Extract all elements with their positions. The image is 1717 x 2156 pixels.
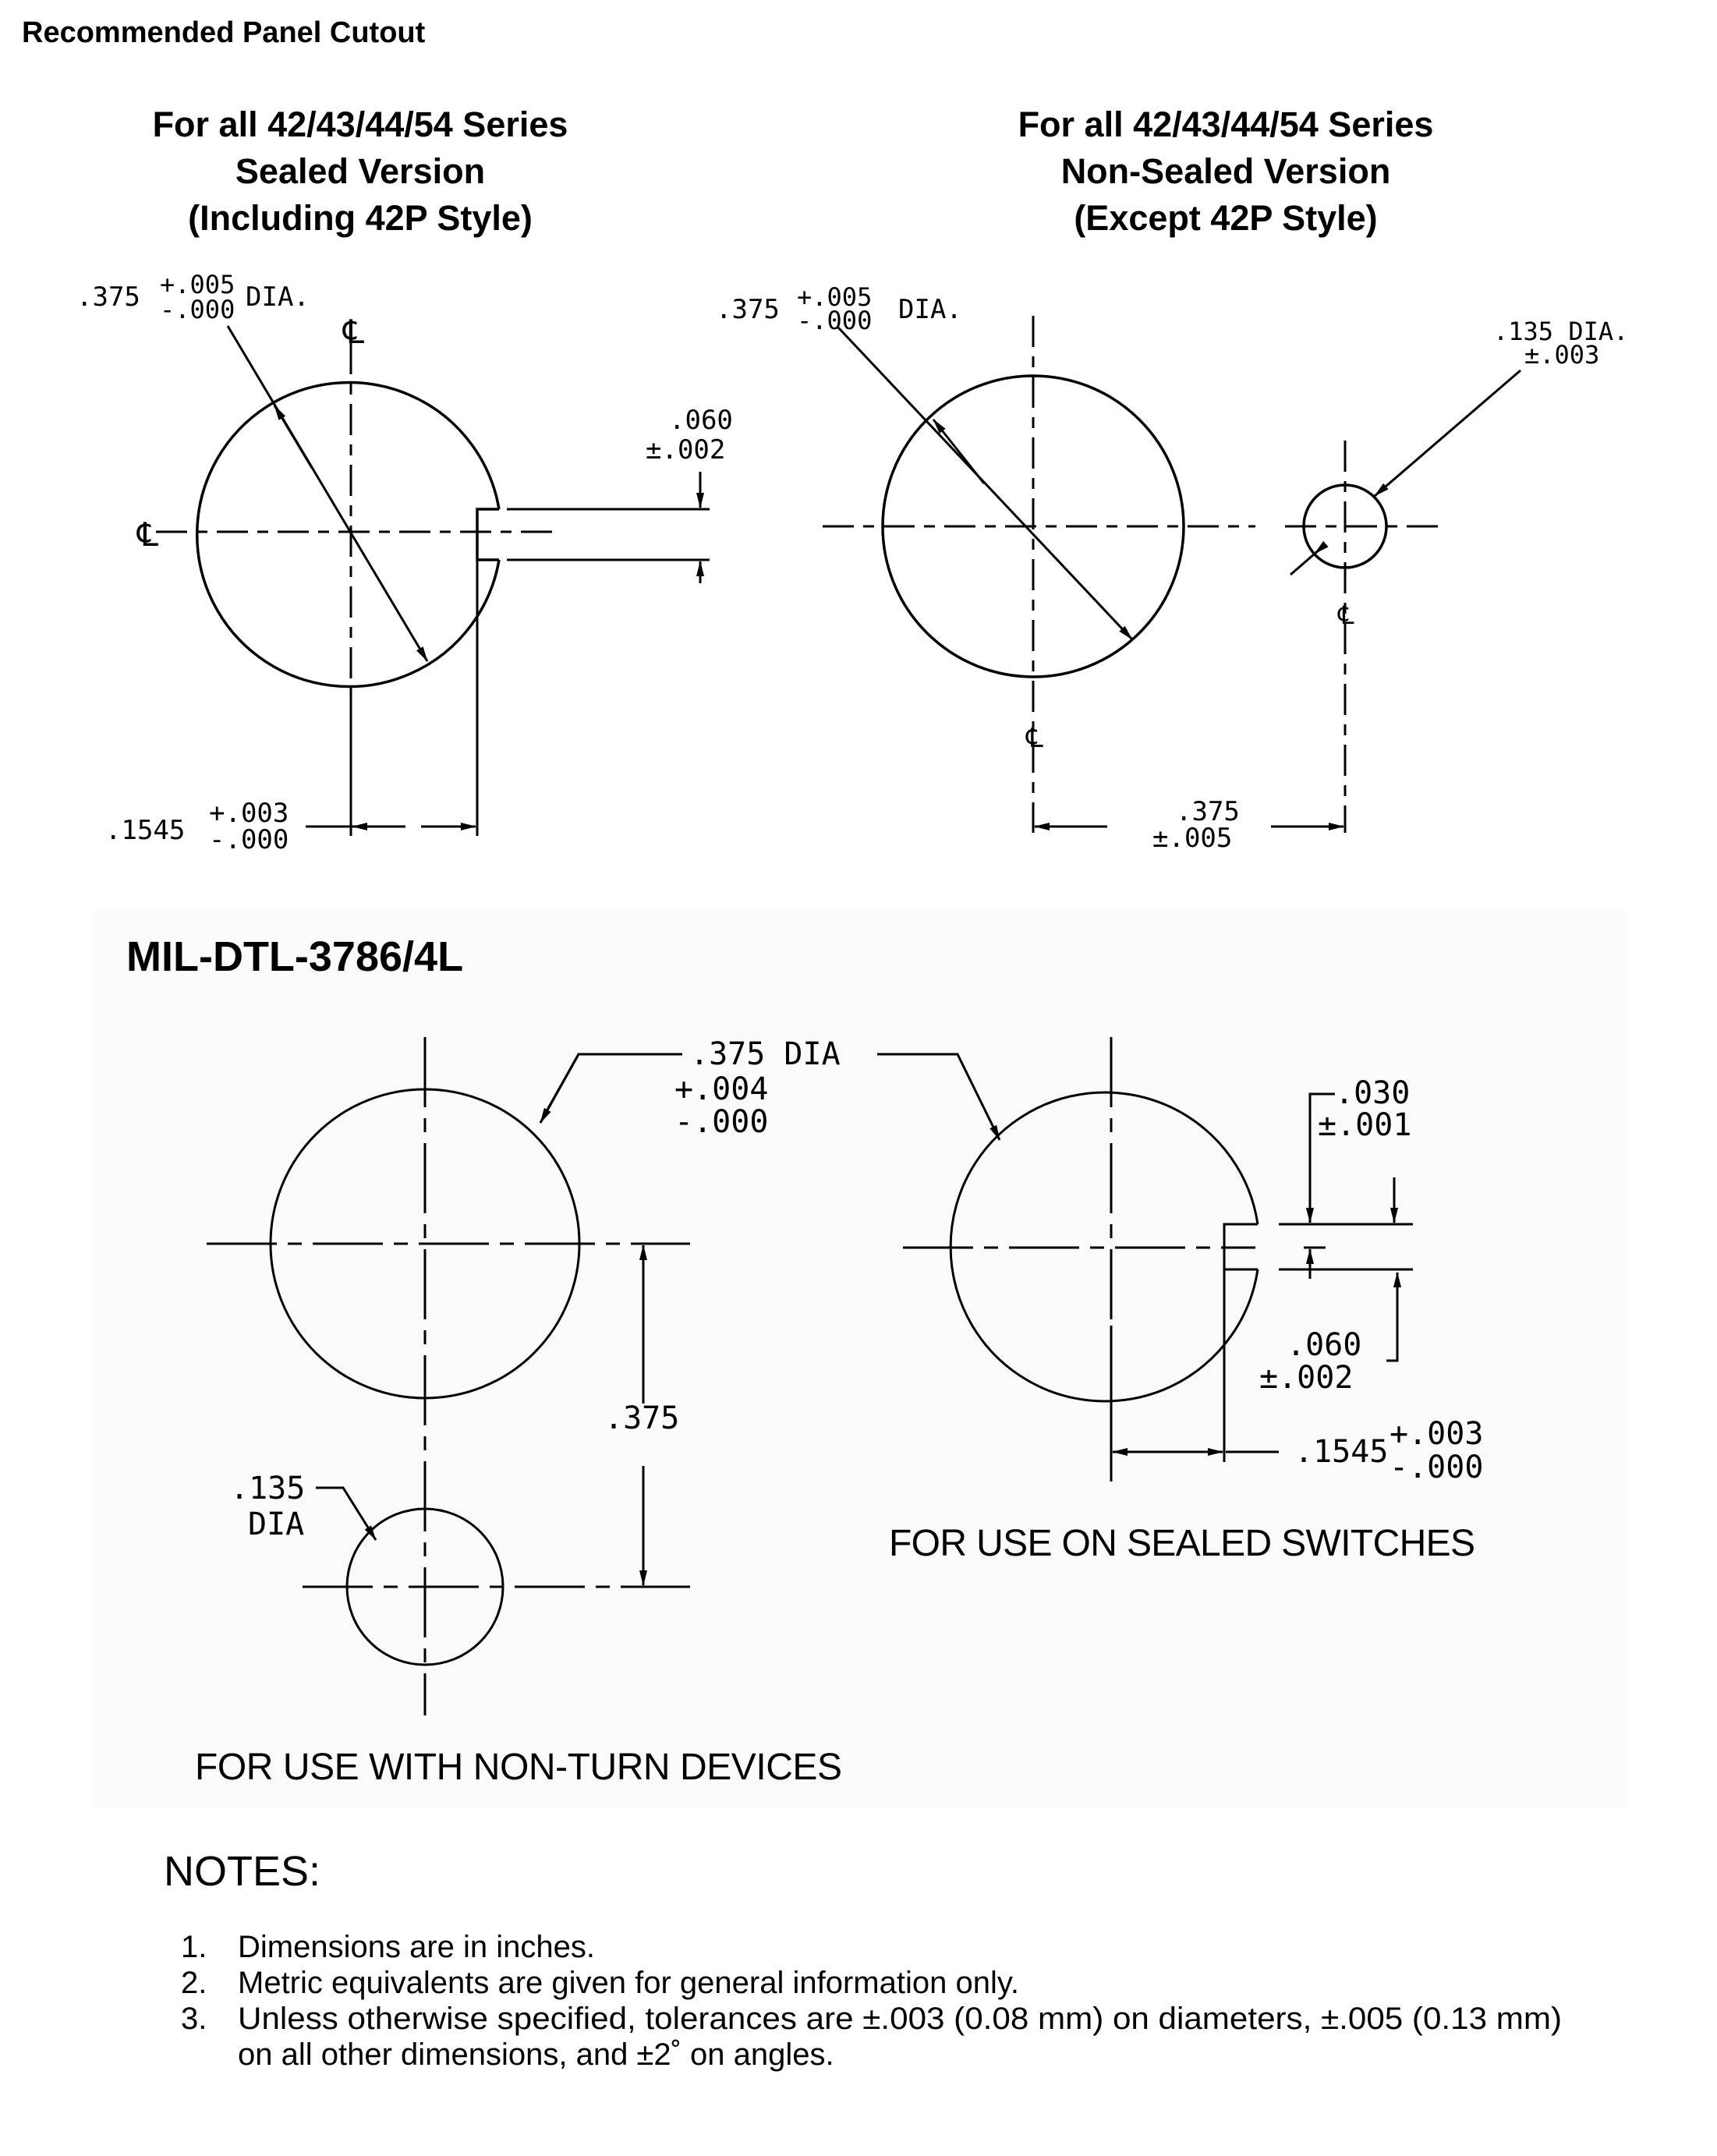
note-3-num: 3. [181, 2002, 207, 2036]
centerline-symbol-small: ℄ [1337, 600, 1354, 630]
offset-tol-minus: -.000 [209, 824, 289, 855]
slot-width-value: .060 [669, 405, 733, 436]
mil-left-caption: FOR USE WITH NON-TURN DEVICES [195, 1747, 842, 1788]
mil-dia-label: .375 DIA [690, 1036, 841, 1072]
notes-heading: NOTES: [164, 1848, 320, 1895]
spacing-tol: ±.005 [1152, 823, 1232, 854]
mil-slot-tol: ±.002 [1259, 1360, 1353, 1396]
offset-value: .1545 [105, 815, 185, 846]
dia-value: .375 [76, 281, 140, 313]
note-2-text: Metric equivalents are given for general… [238, 1966, 1019, 2000]
dia-suffix: DIA. [246, 281, 310, 313]
note-3-text-line-2: on all other dimensions, and ±2˚ on angl… [238, 2037, 834, 2072]
mil-slot-width: .060 [1287, 1327, 1361, 1363]
mil-key-width-leader [1306, 1092, 1335, 1223]
mil-dia-tol-plus: +.004 [674, 1071, 768, 1107]
mil-dia-tol-minus: -.000 [674, 1104, 768, 1140]
dia-tol-minus: -.000 [160, 295, 235, 324]
mil-right-caption: FOR USE ON SEALED SWITCHES [889, 1523, 1475, 1564]
right-heading-line-2: Non-Sealed Version [1061, 151, 1391, 191]
small-dia-arrow-lower [1314, 540, 1329, 555]
dia-leader [226, 325, 429, 662]
left-heading-line-2: Sealed Version [235, 151, 485, 191]
note-1-num: 1. [181, 1930, 207, 1964]
main-cutout-circle [881, 374, 1185, 678]
mil-small-dia-leader [316, 1486, 377, 1541]
offset-tol-plus: +.003 [209, 798, 289, 829]
slot-width-tol: ±.002 [646, 434, 725, 466]
mil-slot-leader [1386, 1272, 1401, 1362]
main-dia-suffix: DIA. [898, 294, 962, 325]
main-dia-leader [837, 326, 1134, 641]
main-dia-tol-minus: -.000 [797, 306, 872, 335]
note-1-text: Dimensions are in inches. [238, 1930, 595, 1964]
mil-small-dia-suffix: DIA [248, 1506, 304, 1542]
right-panel: For all 42/43/44/54 Series Non-Sealed Ve… [716, 104, 1628, 854]
centerline-symbol-main: ℄ [1025, 723, 1043, 754]
small-dia-leader [1374, 369, 1521, 497]
main-dia-leader-upper [932, 419, 986, 484]
right-heading-line-3: (Except 42P Style) [1074, 198, 1377, 238]
left-panel: For all 42/43/44/54 Series Sealed Versio… [76, 104, 733, 855]
notes: NOTES: 1. Dimensions are in inches. 2. M… [164, 1848, 1562, 2072]
mil-offset-value: .1545 [1294, 1434, 1388, 1470]
left-heading-line-3: (Including 42P Style) [188, 198, 533, 238]
mil-title: MIL-DTL-3786/4L [126, 933, 463, 980]
right-heading-line-1: For all 42/43/44/54 Series [1018, 104, 1434, 144]
left-heading-line-1: For all 42/43/44/54 Series [153, 104, 568, 144]
main-dia-tol-plus: +.005 [797, 282, 872, 312]
small-dia-label: .135 DIA. [1493, 317, 1628, 346]
dia-leader-arrow-upper [273, 405, 313, 469]
mil-offset-tol-plus: +.003 [1390, 1416, 1483, 1452]
sealed-slot [476, 508, 499, 561]
mil-dia-leader-right [877, 1053, 1001, 1141]
mil-section-background [92, 911, 1628, 1807]
dia-tol-plus: +.005 [160, 270, 235, 299]
note-2-num: 2. [181, 1966, 207, 2000]
centerline-symbol-top: ℄ [342, 313, 364, 351]
mil-dia-leader-arrow [539, 1053, 580, 1124]
mil-small-dia-value: .135 [230, 1471, 305, 1506]
mil-section: MIL-DTL-3786/4L .375 .375 DIA +.004 -.00… [92, 911, 1628, 1807]
main-dia-value: .375 [716, 294, 780, 325]
mil-key-width: .030 [1335, 1075, 1410, 1111]
mil-vertical-spacing: .375 [604, 1400, 679, 1436]
spacing-value: .375 [1176, 796, 1240, 827]
page-title: Recommended Panel Cutout [22, 16, 426, 49]
centerline-symbol-left: ℄ [136, 515, 158, 554]
sealed-cutout-outline [195, 381, 501, 689]
mil-offset-tol-minus: -.000 [1390, 1450, 1483, 1485]
small-dia-tol: ±.003 [1524, 340, 1599, 370]
note-3-text: Unless otherwise specified, tolerances a… [238, 2002, 1562, 2036]
mil-key-width-tol: ±.001 [1318, 1107, 1411, 1143]
